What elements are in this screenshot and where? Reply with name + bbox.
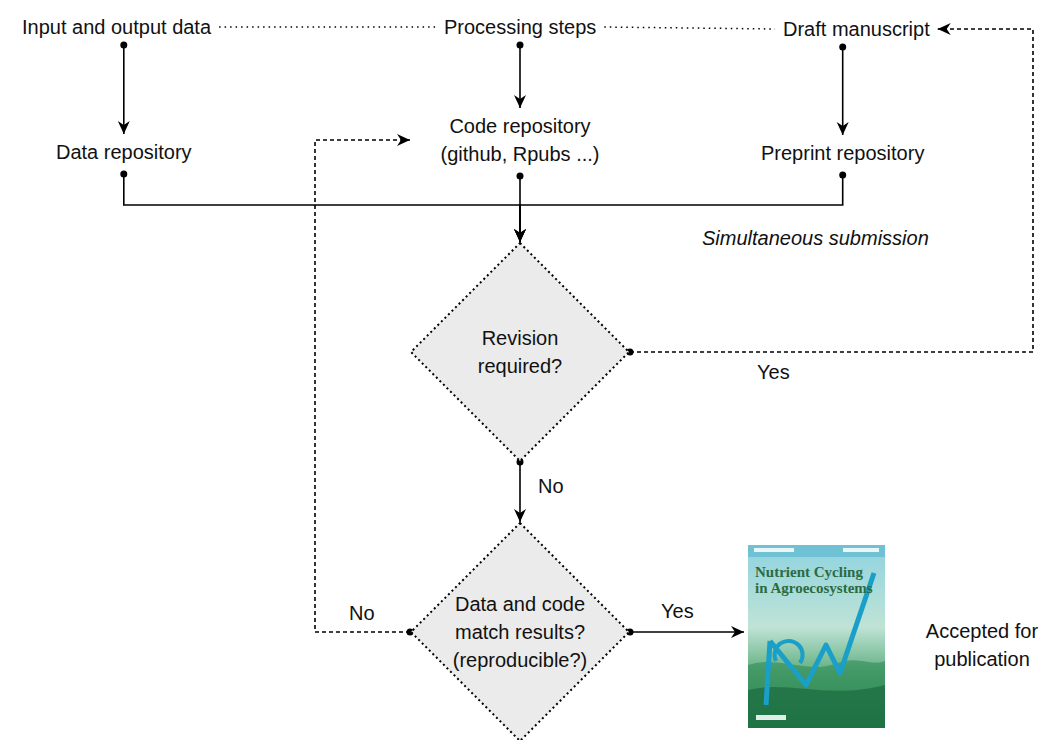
- edge-label: No: [535, 475, 567, 498]
- flow-connector: [519, 45, 521, 108]
- decision-diamond: Revision required?: [410, 242, 630, 462]
- node-text: Revision required?: [455, 324, 585, 380]
- source-label: Processing steps: [444, 13, 596, 41]
- flow-connector: [124, 174, 520, 242]
- node-text: Accepted for publication: [902, 617, 1039, 673]
- flow-connector: [519, 462, 521, 522]
- decision-diamond: Data and code match results? (reproducib…: [410, 522, 630, 740]
- flow-connector: [630, 29, 1033, 352]
- edge-label: Yes: [658, 600, 697, 623]
- source-label: Input and output data: [22, 13, 211, 41]
- flow-connector: [315, 140, 410, 632]
- flow-connector: [604, 27, 775, 29]
- flow-connector: [842, 47, 844, 135]
- node-text: Code repository (github, Rpubs ...): [420, 112, 620, 168]
- node-text: Data and code match results? (reproducib…: [442, 590, 598, 674]
- flow-connector: [123, 45, 125, 134]
- edge-label: Yes: [754, 361, 793, 384]
- flow-connector: [630, 631, 744, 633]
- repository-box: Preprint repository: [761, 139, 924, 167]
- diamond-outline: [410, 242, 630, 462]
- node-text: Processing steps: [444, 13, 596, 41]
- node-text: Preprint repository: [761, 139, 924, 167]
- edge-label: No: [346, 602, 378, 625]
- flow-connector: [219, 26, 436, 28]
- node-text: Nutrient Cycling in Agroecosystems: [755, 565, 877, 597]
- repository-box: Data repository: [56, 138, 192, 166]
- node-text: Draft manuscript: [783, 15, 930, 43]
- note-label: Simultaneous submission: [699, 227, 932, 250]
- journal-cover: Nutrient Cycling in AgroecosystemsAccept…: [748, 545, 885, 728]
- node-text: Data repository: [56, 138, 192, 166]
- node-text: Input and output data: [22, 13, 211, 41]
- source-label: Draft manuscript: [783, 15, 930, 43]
- repository-box: Code repository (github, Rpubs ...): [420, 112, 620, 168]
